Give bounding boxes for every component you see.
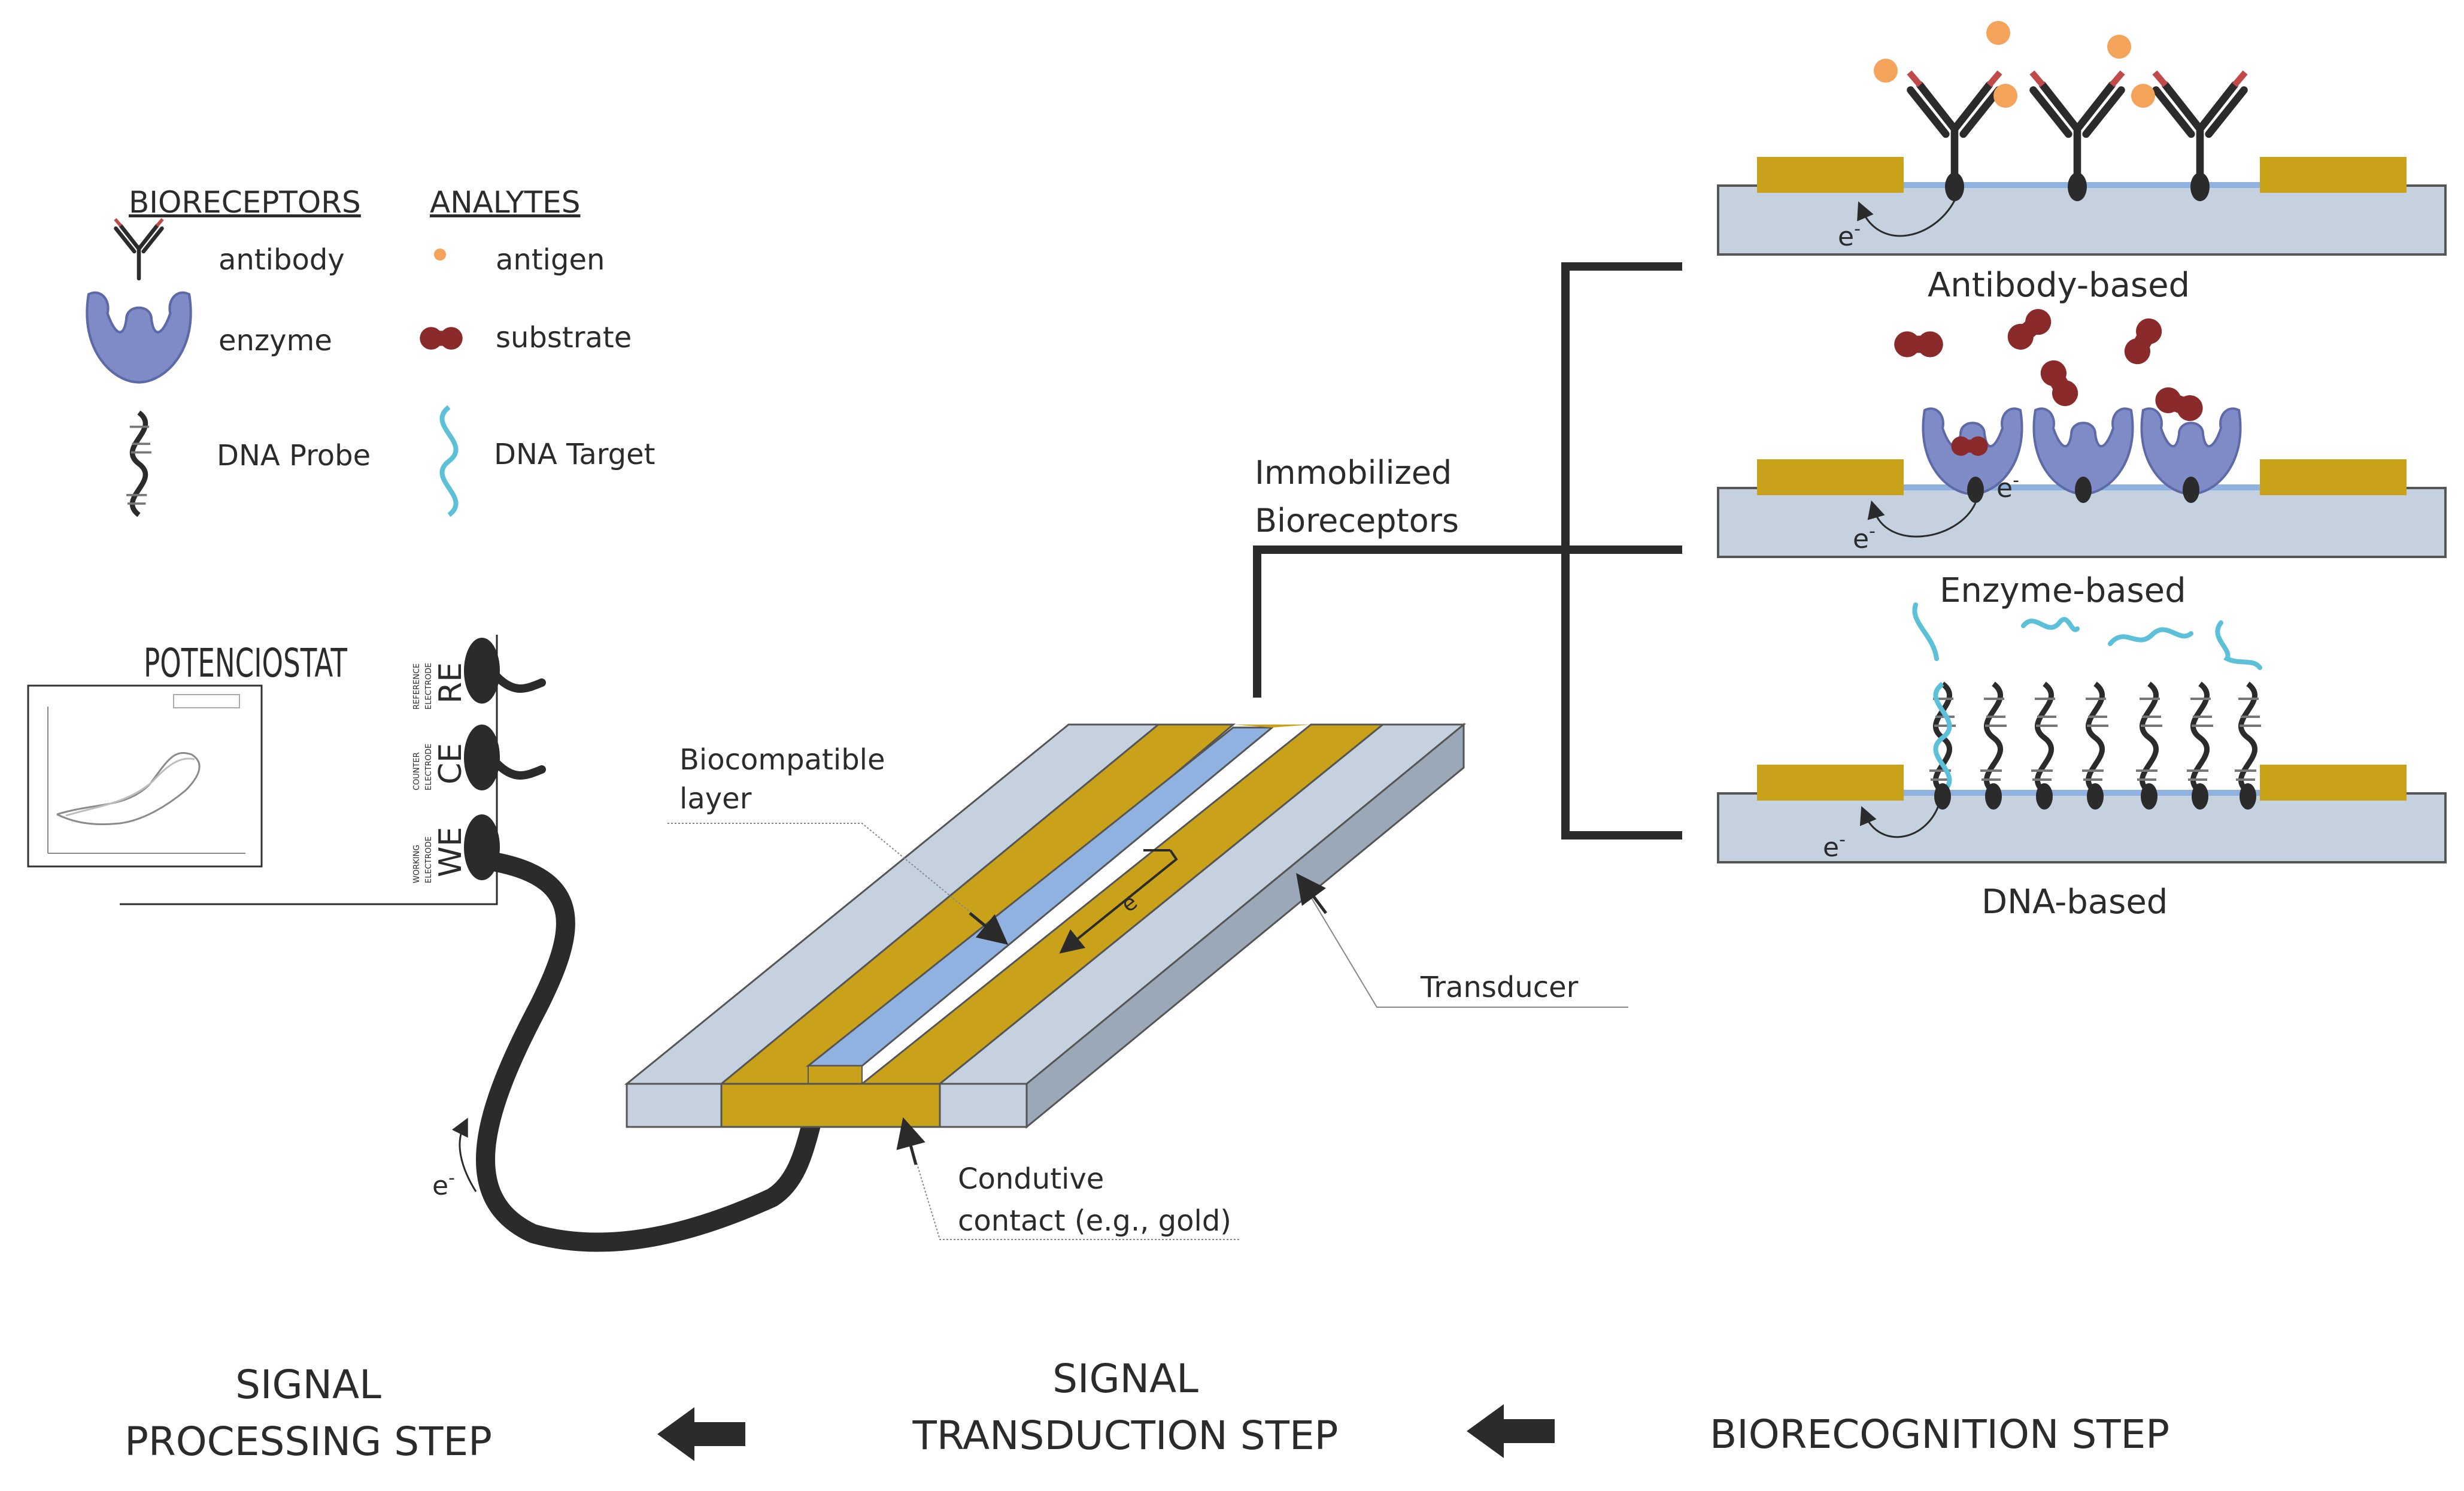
- electrode-ports: RE REFERENCE ELECTRODE CE COUNTER ELECTR…: [412, 638, 546, 883]
- step-flow: SIGNAL PROCESSING STEP SIGNAL TRANSDUCTI…: [125, 1356, 2169, 1465]
- substrate-icon: [2035, 355, 2083, 411]
- antigen-icon: [2131, 84, 2155, 108]
- legend-dna-target-label: DNA Target: [494, 438, 655, 471]
- ce-label: CE: [433, 743, 469, 784]
- potentiostat-title: POTENCIOSTAT: [144, 640, 348, 686]
- antibody-icon: [115, 219, 162, 278]
- biorecognition-step: BIORECOGNITION STEP: [1710, 1411, 2169, 1457]
- immobilized-label-2: Bioreceptors: [1255, 502, 1459, 540]
- panel-antibody-title: Antibody-based: [1928, 266, 2190, 305]
- panel-dna: e- DNA-based: [1717, 602, 2447, 922]
- voltammogram-screen: [27, 684, 263, 868]
- sensor-strip: e-: [624, 722, 1467, 1129]
- bioreceptors-bracket: Immobilized Bioreceptors: [1253, 262, 1682, 840]
- re-small-1: REFERENCE: [412, 663, 421, 710]
- enzyme-electron-label-1: e-: [1853, 521, 1876, 554]
- we-small-2: ELECTRODE: [424, 837, 433, 883]
- arrow-left-icon: [657, 1407, 745, 1461]
- processing-step-line1: SIGNAL: [235, 1362, 381, 1408]
- we-cable: [476, 853, 860, 1252]
- antigen-icon: [1874, 59, 1898, 83]
- dna-target-icon: [439, 405, 459, 517]
- dna-probe-icon: [126, 413, 151, 515]
- sensor-labels: Biocompatible layer Transducer Condutive…: [667, 743, 1628, 1240]
- potentiostat: POTENCIOSTAT RE REFERENCE ELECTRODE CE C…: [27, 635, 546, 905]
- legend-antibody-label: antibody: [219, 243, 345, 277]
- antibody-electron-label: e-: [1838, 219, 1861, 252]
- re-small-2: ELECTRODE: [424, 663, 433, 710]
- legend-enzyme-label: enzyme: [219, 324, 332, 357]
- transduction-step-line1: SIGNAL: [1052, 1356, 1198, 1402]
- substrate-icon: [1894, 331, 1943, 357]
- legend-analytes-header: ANALYTES: [430, 185, 580, 220]
- antigen-icon: [1986, 21, 2010, 45]
- ce-small-1: COUNTER: [412, 752, 421, 790]
- substrate-icon: [2119, 313, 2167, 369]
- transducer-label: Transducer: [1420, 971, 1579, 1004]
- legend-substrate-label: substrate: [496, 321, 632, 354]
- conductive-label-2: contact (e.g., gold): [958, 1204, 1231, 1238]
- dna-electron-label: e-: [1823, 829, 1846, 863]
- re-label: RE: [433, 662, 469, 704]
- immobilized-label-1: Immobilized: [1255, 454, 1452, 492]
- enzyme-icon: [87, 293, 190, 383]
- processing-step-line2: PROCESSING STEP: [125, 1419, 492, 1465]
- cable-electron-label: e-: [432, 1168, 455, 1201]
- substrate-icon: [2002, 304, 2057, 355]
- antigen-icon: [2107, 35, 2131, 59]
- legend-bioreceptors-header: BIORECEPTORS: [129, 185, 361, 220]
- biocompatible-label-1: Biocompatible: [679, 743, 885, 777]
- biocompatible-label-2: layer: [679, 782, 752, 816]
- panel-antibody: e- Antibody-based: [1717, 21, 2447, 305]
- legend: BIORECEPTORS ANALYTES antibody antigen e…: [87, 185, 655, 515]
- ce-small-2: ELECTRODE: [424, 744, 433, 790]
- we-label: WE: [433, 827, 469, 877]
- we-small-1: WORKING: [412, 845, 421, 883]
- transduction-step-line2: TRANSDUCTION STEP: [912, 1413, 1339, 1459]
- panel-dna-title: DNA-based: [1981, 883, 2168, 922]
- conductive-label-1: Condutive: [958, 1162, 1104, 1196]
- antigen-icon: [434, 249, 446, 260]
- antigen-icon: [1993, 84, 2017, 108]
- arrow-left-icon: [1467, 1404, 1555, 1458]
- legend-dna-probe-label: DNA Probe: [217, 439, 371, 472]
- panel-enzyme: e- e- Enzyme-based: [1717, 304, 2447, 610]
- enzyme-electron-label-2: e-: [1996, 470, 2019, 504]
- substrate-icon: [420, 327, 463, 350]
- panel-enzyme-title: Enzyme-based: [1940, 571, 2186, 610]
- legend-antigen-label: antigen: [496, 243, 605, 277]
